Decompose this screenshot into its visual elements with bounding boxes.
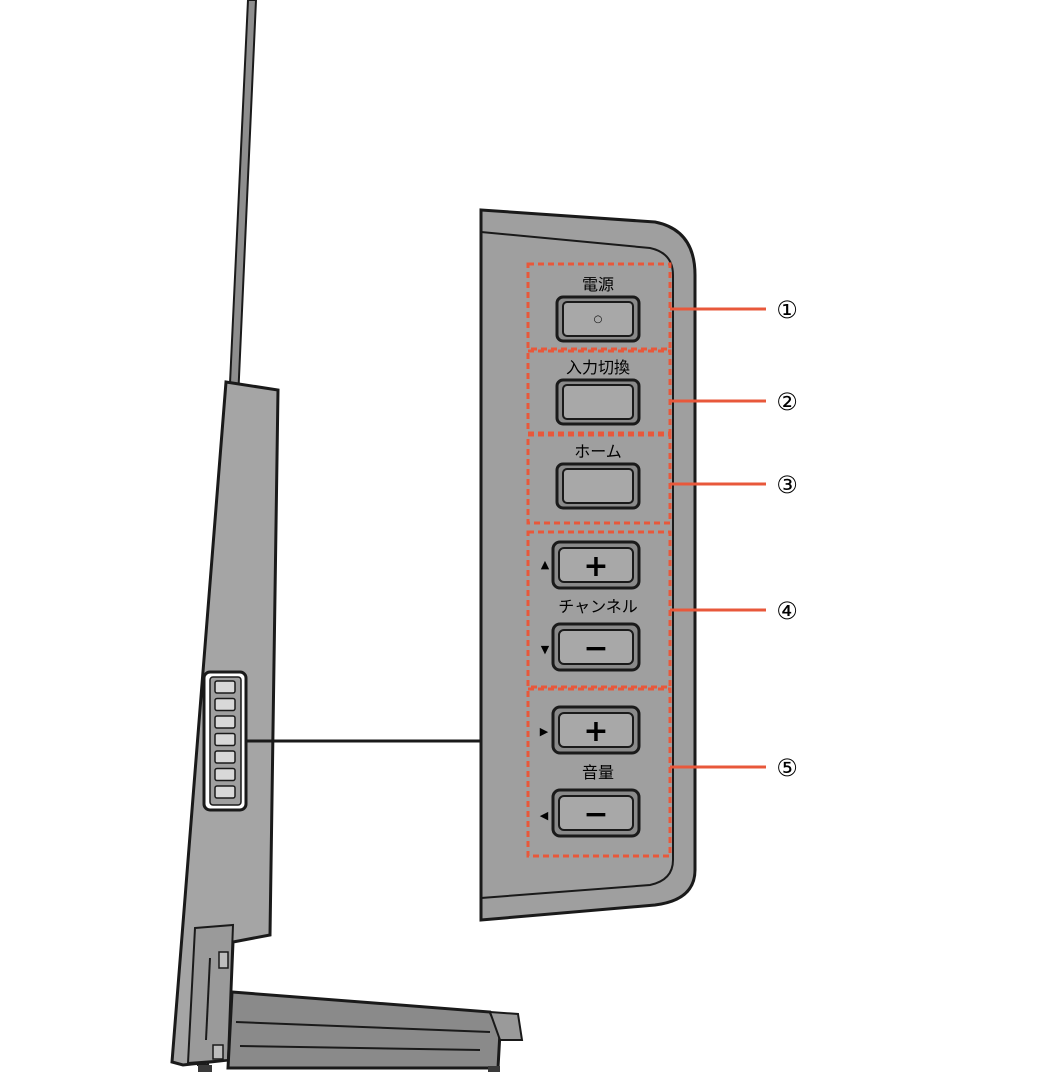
callout-number-5: ⑤	[776, 755, 798, 782]
tv-lower-panel	[186, 923, 235, 1065]
volume-down-arrow: ◀	[540, 809, 549, 822]
mini-volume-down-button	[214, 785, 236, 799]
channel-button-group: ▲ + チャンネル ▼ −	[526, 530, 672, 689]
power-button-group: 電源 ○	[526, 262, 672, 351]
tv-side-button-strip	[202, 670, 248, 812]
channel-label: チャンネル	[558, 597, 638, 616]
home-label: ホーム	[574, 442, 622, 461]
volume-label: 音量	[582, 763, 614, 782]
minus-icon: −	[583, 797, 608, 832]
volume-up-arrow: ▶	[540, 725, 549, 738]
tv-side-view	[170, 0, 524, 1072]
callouts: ① ② ③ ④ ⑤	[670, 297, 798, 782]
callout-number-4: ④	[776, 598, 798, 625]
mini-input-button	[214, 697, 236, 712]
input-label: 入力切換	[566, 358, 630, 377]
callout-number-1: ①	[776, 297, 798, 324]
channel-down-arrow: ▼	[541, 643, 550, 656]
mini-channel-up-button	[214, 732, 236, 747]
input-button-group: 入力切換	[526, 349, 672, 435]
mini-power-button	[214, 680, 236, 694]
power-icon: ○	[594, 314, 603, 325]
channel-up-arrow: ▲	[541, 558, 550, 571]
power-label: 電源	[582, 275, 614, 294]
home-button-group: ホーム	[526, 433, 672, 525]
callout-number-2: ②	[776, 389, 798, 416]
mini-volume-up-button	[214, 767, 236, 782]
callout-number-3: ③	[776, 472, 798, 499]
plus-icon: +	[583, 549, 608, 584]
volume-button-group: ▶ + 音量 ◀ −	[526, 687, 672, 858]
plus-icon: +	[583, 714, 608, 749]
mini-channel-down-button	[214, 750, 236, 764]
tv-side-switch	[218, 951, 229, 969]
mini-home-button	[214, 715, 236, 729]
minus-icon: −	[583, 631, 608, 666]
